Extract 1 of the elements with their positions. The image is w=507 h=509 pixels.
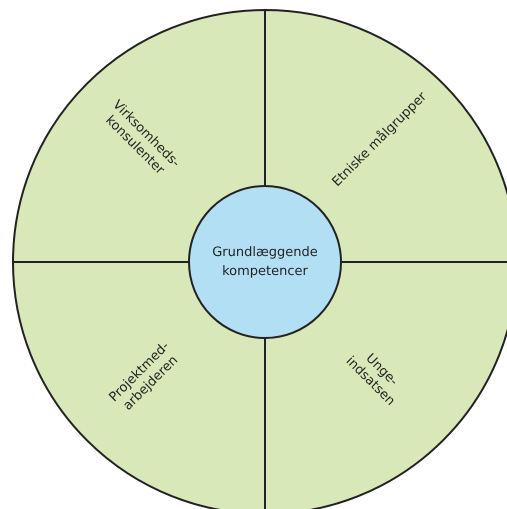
center-label: Grundlæggende kompetencer — [211, 244, 319, 281]
